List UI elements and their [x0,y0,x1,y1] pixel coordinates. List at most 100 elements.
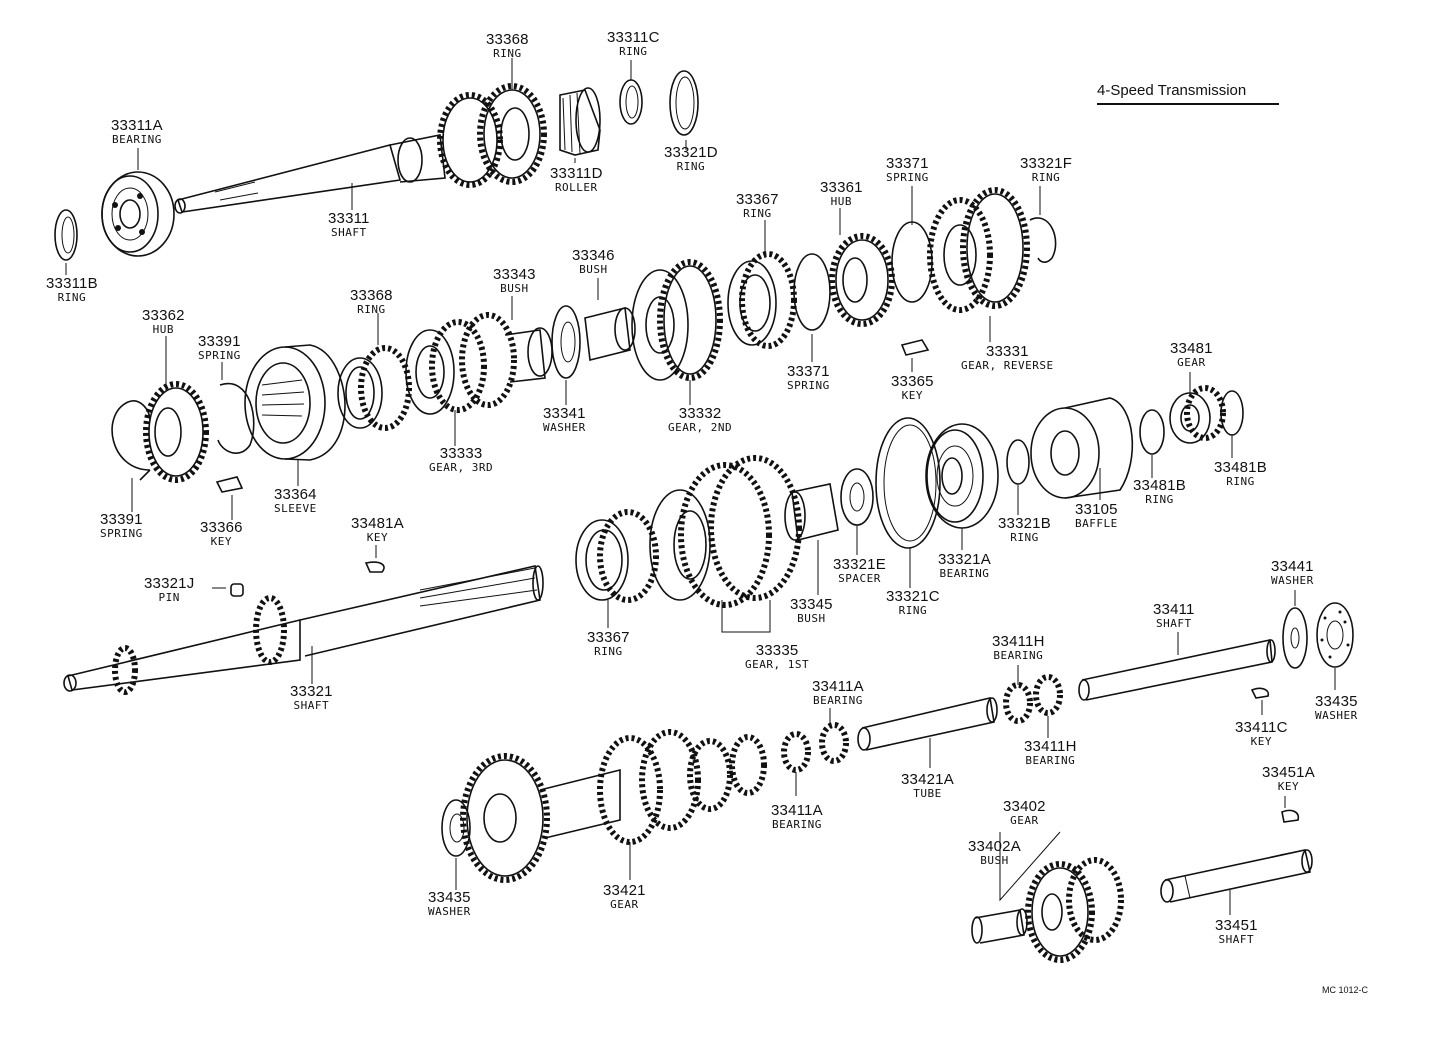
ring-33321d-drawing [669,70,699,136]
diagram-title: 4-Speed Transmission [1097,82,1279,105]
tube-33421a-drawing [857,697,998,751]
bush-33345-drawing [784,483,839,541]
shaft-33411-drawing [1078,639,1276,701]
gear-33333-drawing [405,312,517,415]
hub-33361-drawing [829,233,895,327]
gear-33332-drawing [631,259,723,381]
ring-33481b-left-drawing [1139,409,1165,455]
ring-33311b-drawing [54,209,78,261]
sleeve-33364-drawing [244,344,346,461]
washer-33441-drawing [1282,607,1308,669]
bearing-33311a-drawing [101,171,175,257]
shaft-33451-drawing [1160,849,1313,903]
spacer-33321e-drawing [840,468,874,526]
ring-33321b-drawing [1006,439,1030,485]
key-33366-drawing [215,476,244,493]
ring-33311c-drawing [619,79,643,125]
spring-33371-upper-drawing [891,221,933,303]
ring-33367-upper-drawing [727,251,797,349]
bush-33402a-drawing [971,908,1028,944]
key-33481a-drawing [364,561,385,573]
spring-33371-lower-drawing [793,253,831,331]
hub-33362-drawing [143,381,209,483]
gear-33481-drawing [1169,385,1226,444]
key-33365-drawing [900,339,930,356]
washer-33435-right-drawing [1316,602,1354,668]
spring-33391-lower-drawing [111,400,151,481]
gear-33331-drawing [927,187,1030,313]
bush-33346-drawing [584,307,636,361]
gear-33421-drawing [460,729,767,883]
baffle-33105-drawing [1030,397,1134,499]
pin-33321j-drawing [230,583,244,597]
key-33451a-drawing [1281,809,1300,823]
roller-33311d-drawing [559,87,601,156]
gear-input-drawing [437,83,547,188]
gear-33335-drawing [649,455,802,608]
drawing-code: MC 1012-C [1322,985,1369,995]
ring-33321f-drawing [1029,217,1057,263]
key-33411c-drawing [1250,687,1270,699]
shaft-33321-drawing [63,565,544,695]
bearing-33411h-drawing [1003,674,1063,724]
ring-33481b-right-drawing [1220,390,1244,436]
ring-33368-lower-drawing [337,345,412,431]
bearing-33321a-drawing [925,423,999,529]
spring-33391-upper-drawing [217,382,255,454]
washer-33435-left-drawing [441,799,471,857]
shaft-33311-drawing [174,134,446,214]
bearing-33411a-left-drawing [781,722,849,773]
